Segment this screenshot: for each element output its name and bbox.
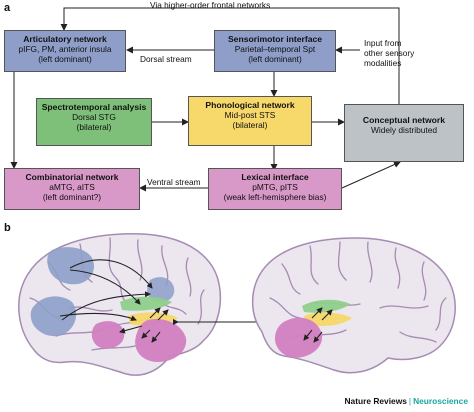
box-title: Phonological network (205, 100, 295, 110)
box-line: aMTG, aITS (49, 182, 95, 192)
lexical-conceptual-arrow (335, 161, 401, 194)
spectrotemporal-analysis-box: Spectrotemporal analysis Dorsal STG (bil… (36, 98, 152, 146)
box-line: Mid-post STS (224, 110, 276, 120)
panel-a-connections (10, 7, 401, 194)
box-line: (weak left-hemisphere bias) (223, 192, 327, 202)
right-lexical-region (274, 317, 323, 358)
right-phonological-region (304, 312, 352, 326)
box-line: Dorsal STG (72, 112, 116, 122)
phonological-network-box: Phonological network Mid-post STS (bilat… (188, 96, 312, 146)
left-arrows (59, 259, 169, 343)
left-sensorimotor-region (147, 277, 175, 303)
box-line: Parietal–temporal Spt (234, 44, 316, 54)
box-line: (left dominant?) (42, 192, 102, 202)
box-line: pMTG, pITS (252, 182, 298, 192)
right-hemisphere (251, 237, 456, 374)
articulatory-network-box: Articulatory network pIFG, PM, anterior … (4, 30, 126, 72)
box-title: Spectrotemporal analysis (41, 102, 147, 112)
box-line: (bilateral) (76, 122, 112, 132)
feedback-arrow (60, 7, 400, 104)
box-line: (left dominant) (248, 54, 302, 64)
input-label-line: modalities (364, 58, 402, 68)
box-title: Sensorimotor interface (227, 34, 323, 44)
conceptual-network-box: Conceptual network Widely distributed (344, 104, 464, 162)
box-title: Conceptual network (362, 115, 446, 125)
left-articulatory-region-upper (47, 247, 95, 285)
box-line: (left dominant) (38, 54, 92, 64)
journal-name: Nature Reviews (344, 396, 407, 406)
input-label: Input from other sensory modalities (364, 38, 414, 68)
panel-b-label: b (4, 222, 11, 234)
left-hemisphere (18, 233, 222, 376)
box-line: pIFG, PM, anterior insula (18, 44, 112, 54)
left-spectrotemporal-region (120, 296, 172, 311)
box-title: Combinatorial network (25, 172, 119, 182)
right-spectrotemporal-region (302, 299, 350, 313)
journal-section: Neuroscience (413, 396, 468, 406)
feedback-label: Via higher-order frontal networks (150, 0, 271, 10)
box-title: Articulatory network (23, 34, 107, 44)
sensorimotor-interface-box: Sensorimotor interface Parietal–temporal… (214, 30, 336, 72)
lexical-interface-box: Lexical interface pMTG, pITS (weak left-… (208, 168, 342, 210)
left-lexical-region (135, 318, 187, 362)
left-articulatory-region-lower (30, 296, 77, 337)
dorsal-stream-label: Dorsal stream (140, 54, 192, 64)
input-label-line: other sensory (364, 48, 415, 58)
journal-credit: Nature Reviews|Neuroscience (345, 396, 469, 406)
input-label-line: Input from (364, 38, 402, 48)
panel-b-brains (18, 233, 456, 376)
box-line: Widely distributed (370, 125, 438, 135)
box-title: Lexical interface (241, 172, 309, 182)
journal-separator: | (408, 396, 412, 406)
ventral-stream-label: Ventral stream (147, 177, 201, 187)
combinatorial-network-box: Combinatorial network aMTG, aITS (left d… (4, 168, 140, 210)
left-combinatorial-region (91, 321, 125, 349)
panel-a-label: a (4, 2, 11, 14)
box-line: (bilateral) (232, 120, 268, 130)
right-arrows (303, 307, 333, 343)
